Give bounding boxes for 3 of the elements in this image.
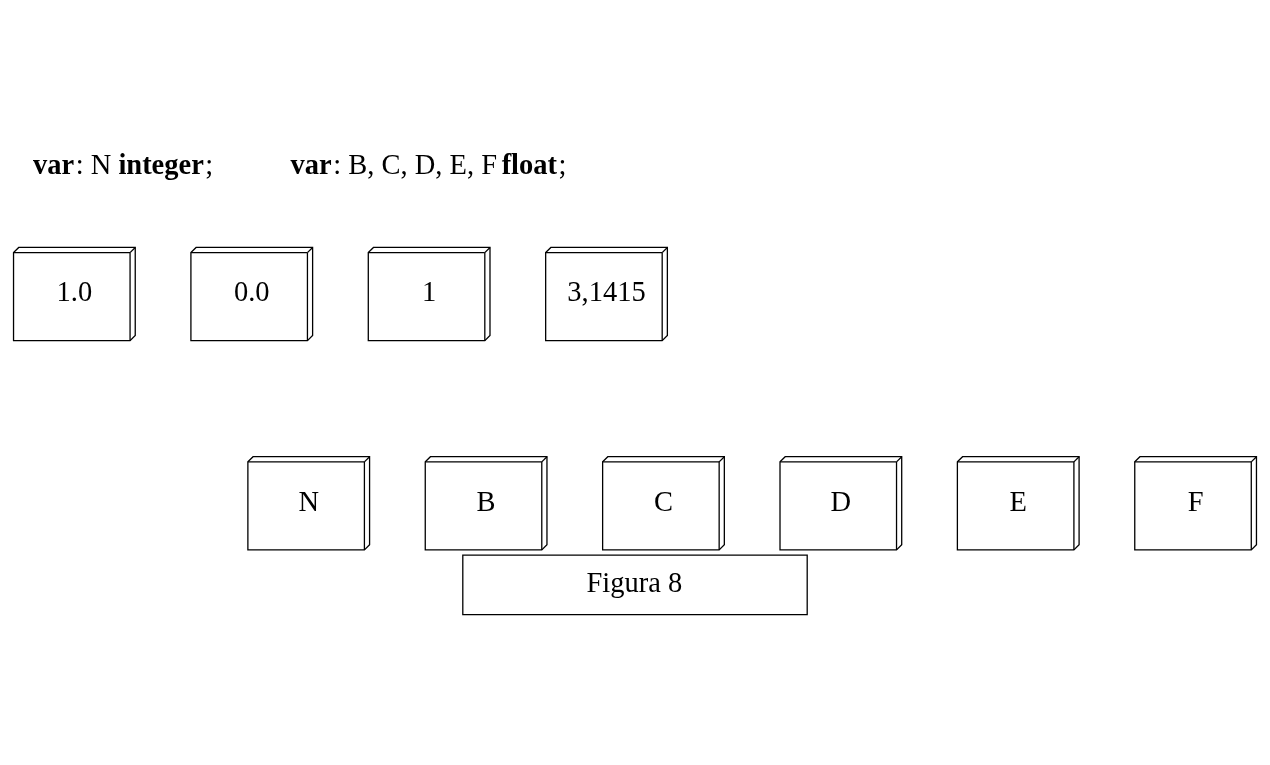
label: var: B, C, D, E, F float; — [290, 149, 567, 181]
caption: Figura 8 — [586, 567, 683, 599]
label: var: N integer; — [32, 149, 214, 181]
